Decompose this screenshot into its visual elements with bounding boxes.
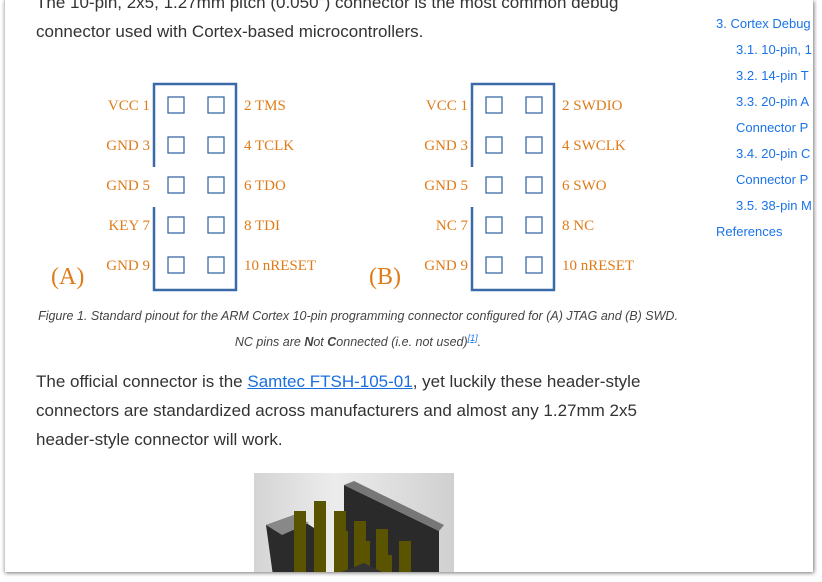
toc-link[interactable]: References xyxy=(716,224,783,239)
toc-link[interactable]: 3. Cortex Debug xyxy=(716,16,811,31)
pin-label-right: 2 SWDIO xyxy=(562,98,623,114)
caption-bold-c: C xyxy=(327,335,337,350)
pin-square xyxy=(485,256,503,274)
caption-bold-n: N xyxy=(304,335,314,350)
connector-photo xyxy=(254,473,454,572)
para-text: The official connector is the xyxy=(36,372,248,391)
toc-link[interactable]: 3.3. 20-pin A xyxy=(736,94,809,109)
caption-text-3: onnected (i.e. not used) xyxy=(336,335,468,350)
pin-square xyxy=(207,96,225,114)
pin-label-left: NC 7 xyxy=(436,218,469,234)
pin-square xyxy=(525,176,543,194)
pin-square xyxy=(167,136,185,154)
pin-square xyxy=(207,136,225,154)
toc-link[interactable]: 3.5. 38-pin M xyxy=(736,198,812,213)
pin-square xyxy=(167,176,185,194)
pin-square xyxy=(525,256,543,274)
pin-square xyxy=(167,256,185,274)
pin-square xyxy=(525,96,543,114)
para-text-2: , yet luckily these header-style connect… xyxy=(36,372,641,449)
intro-paragraph: The 10-pin, 2x5, 1.27mm pitch (0.050") c… xyxy=(36,0,676,46)
pin-square xyxy=(485,96,503,114)
pin-label-right: 6 SWO xyxy=(562,178,607,194)
connector-paragraph: The official connector is the Samtec FTS… xyxy=(36,367,676,454)
pin-label-left: VCC 1 xyxy=(426,98,468,114)
toc-link[interactable]: 3.4. 20-pin C xyxy=(736,146,811,161)
pin-square xyxy=(525,216,543,234)
pin-label-left: GND 9 xyxy=(424,258,468,274)
toc-link[interactable]: 3.2. 14-pin T xyxy=(736,68,809,83)
pin-label-left: GND 5 xyxy=(424,178,468,194)
pin-square xyxy=(485,136,503,154)
pin-label-right: 6 TDO xyxy=(244,178,286,194)
pin-label-left: KEY 7 xyxy=(108,218,150,234)
pin-square xyxy=(207,256,225,274)
pin-label-left: GND 3 xyxy=(424,138,468,154)
connector-tag: (B) xyxy=(369,264,401,290)
reference-link[interactable]: [1] xyxy=(467,333,478,343)
browser-window: The 10-pin, 2x5, 1.27mm pitch (0.050") c… xyxy=(4,0,813,572)
connector-tag: (A) xyxy=(51,264,84,290)
caption-text-2: ot xyxy=(313,335,328,350)
pin-square xyxy=(167,96,185,114)
pin-square xyxy=(207,216,225,234)
connector-outline xyxy=(470,82,556,292)
toc-link[interactable]: 3.1. 10-pin, 1 xyxy=(736,42,812,57)
pin-label-right: 2 TMS xyxy=(244,98,286,114)
pin-label-left: GND 9 xyxy=(106,258,150,274)
caption-text: Figure 1. Standard pinout for the ARM Co… xyxy=(38,309,678,350)
pin-square xyxy=(167,216,185,234)
pin-label-right: 10 nRESET xyxy=(562,258,634,274)
table-of-contents: 3. Cortex Debug 3.1. 10-pin, 1 3.2. 14-pin… xyxy=(716,11,813,245)
connector-outline xyxy=(152,82,238,292)
caption-end: . xyxy=(477,335,482,350)
samtec-link[interactable]: Samtec FTSH-105-01 xyxy=(247,372,413,391)
pin-label-right: 8 TDI xyxy=(244,218,280,234)
pin-label-right: 4 TCLK xyxy=(244,138,294,154)
toc-link[interactable]: Connector P xyxy=(736,172,809,187)
toc-link[interactable]: Connector P xyxy=(736,120,809,135)
pin-label-left: VCC 1 xyxy=(108,98,150,114)
pin-label-right: 4 SWCLK xyxy=(562,138,626,154)
pin-square xyxy=(207,176,225,194)
pin-label-right: 10 nRESET xyxy=(244,258,316,274)
pin-label-right: 8 NC xyxy=(562,218,594,234)
pin-square xyxy=(485,216,503,234)
pin-label-left: GND 3 xyxy=(106,138,150,154)
pin-label-left: GND 5 xyxy=(106,178,150,194)
intro-line-1: The 10-pin, 2x5, 1.27mm pitch (0.050") c… xyxy=(36,0,619,12)
intro-line-2: connector used with Cortex-based microco… xyxy=(36,22,424,41)
pin-square xyxy=(485,176,503,194)
pin-square xyxy=(525,136,543,154)
pinout-diagram: VCC 1 2 TMS GND 3 4 TCLK GND 5 6 TDO KEY 7 8 TD… xyxy=(51,82,634,292)
figure-caption: Figure 1. Standard pinout for the ARM Co… xyxy=(36,305,680,353)
